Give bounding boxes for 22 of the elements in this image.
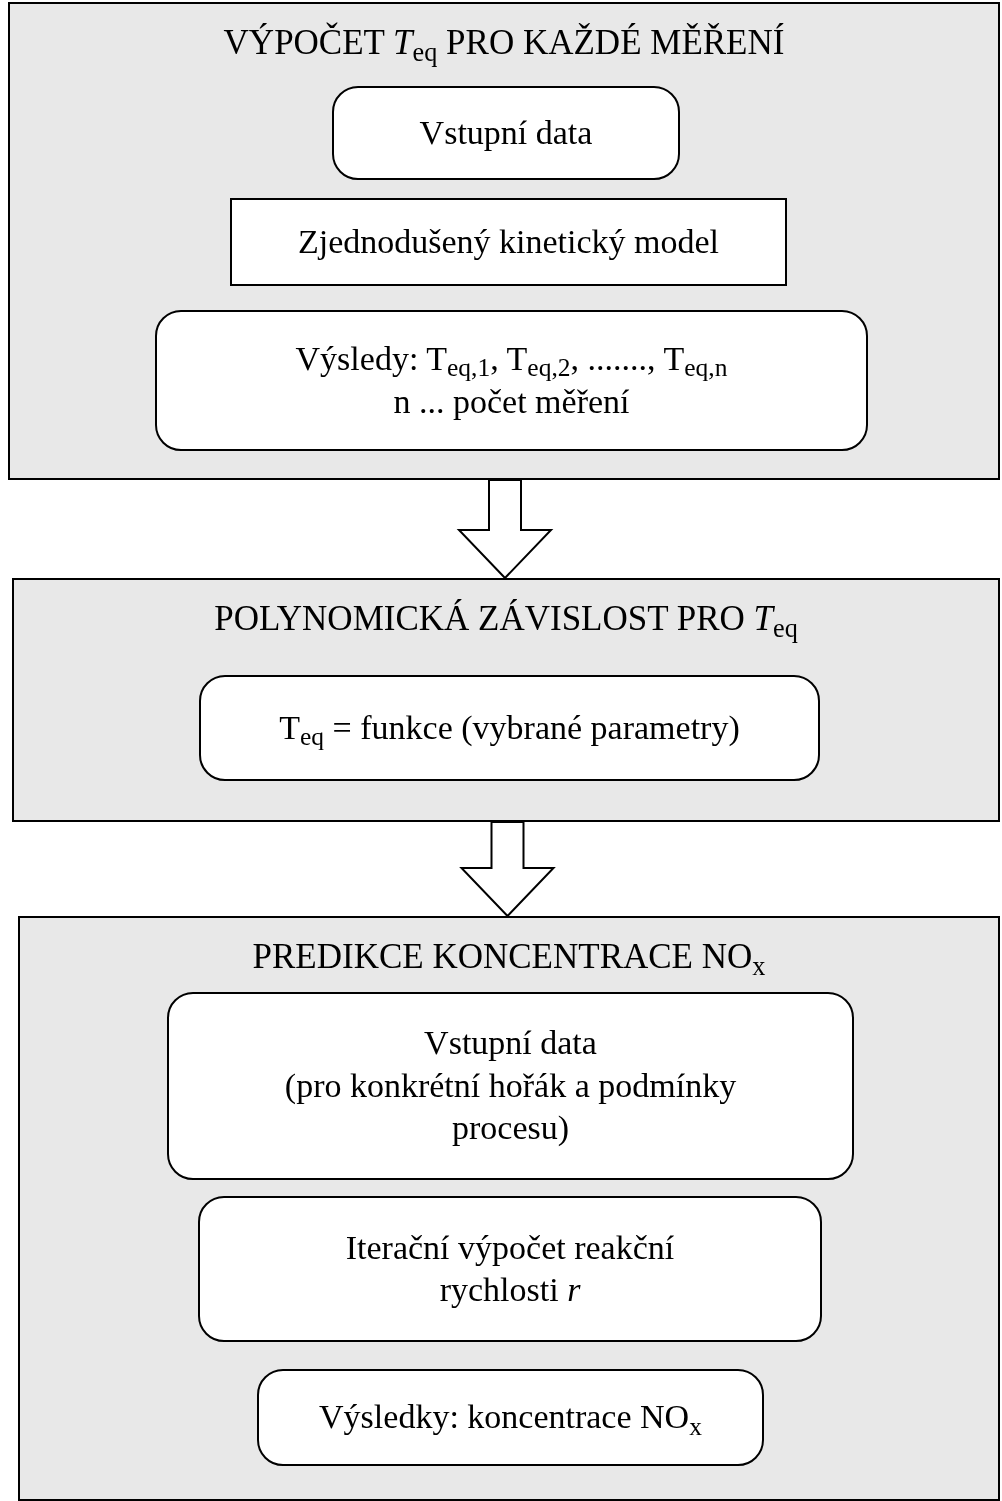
box-text: T$_{eq}$ = funkce (vybrané parametry) (279, 707, 740, 750)
panel-heading: PREDIKCE KONCENTRACE NO$_{x}$ (252, 936, 766, 978)
process-box (198, 1196, 822, 1342)
process-box (332, 86, 680, 180)
box-text: Zjednodušený kinetický model (297, 221, 720, 262)
process-box (167, 992, 854, 1180)
box-text: Iterační výpočet reakční rychlosti r (344, 1227, 676, 1310)
block-arrow (456, 479, 554, 580)
process-panel (8, 2, 1000, 480)
process-panel (18, 916, 1000, 1501)
process-panel (12, 578, 1000, 822)
process-box (230, 198, 787, 286)
box-text: Vstupní data (424, 1023, 597, 1064)
process-box (257, 1369, 764, 1466)
box-text: (pro konkrétní hořák a podmínky procesu) (283, 1065, 738, 1149)
box-text: Výsledky: koncentrace NO$_{x}$ (319, 1397, 702, 1439)
box-text: n ... počet měření (393, 381, 630, 422)
block-arrow (459, 821, 556, 918)
process-box (155, 310, 868, 451)
box-text: Vstupní data (419, 112, 593, 153)
process-box (199, 675, 820, 781)
box-text: Výsledy: T$_{eq,1}$, T$_{eq,2}$, ......., T$_{eq,n}$ (295, 339, 728, 381)
